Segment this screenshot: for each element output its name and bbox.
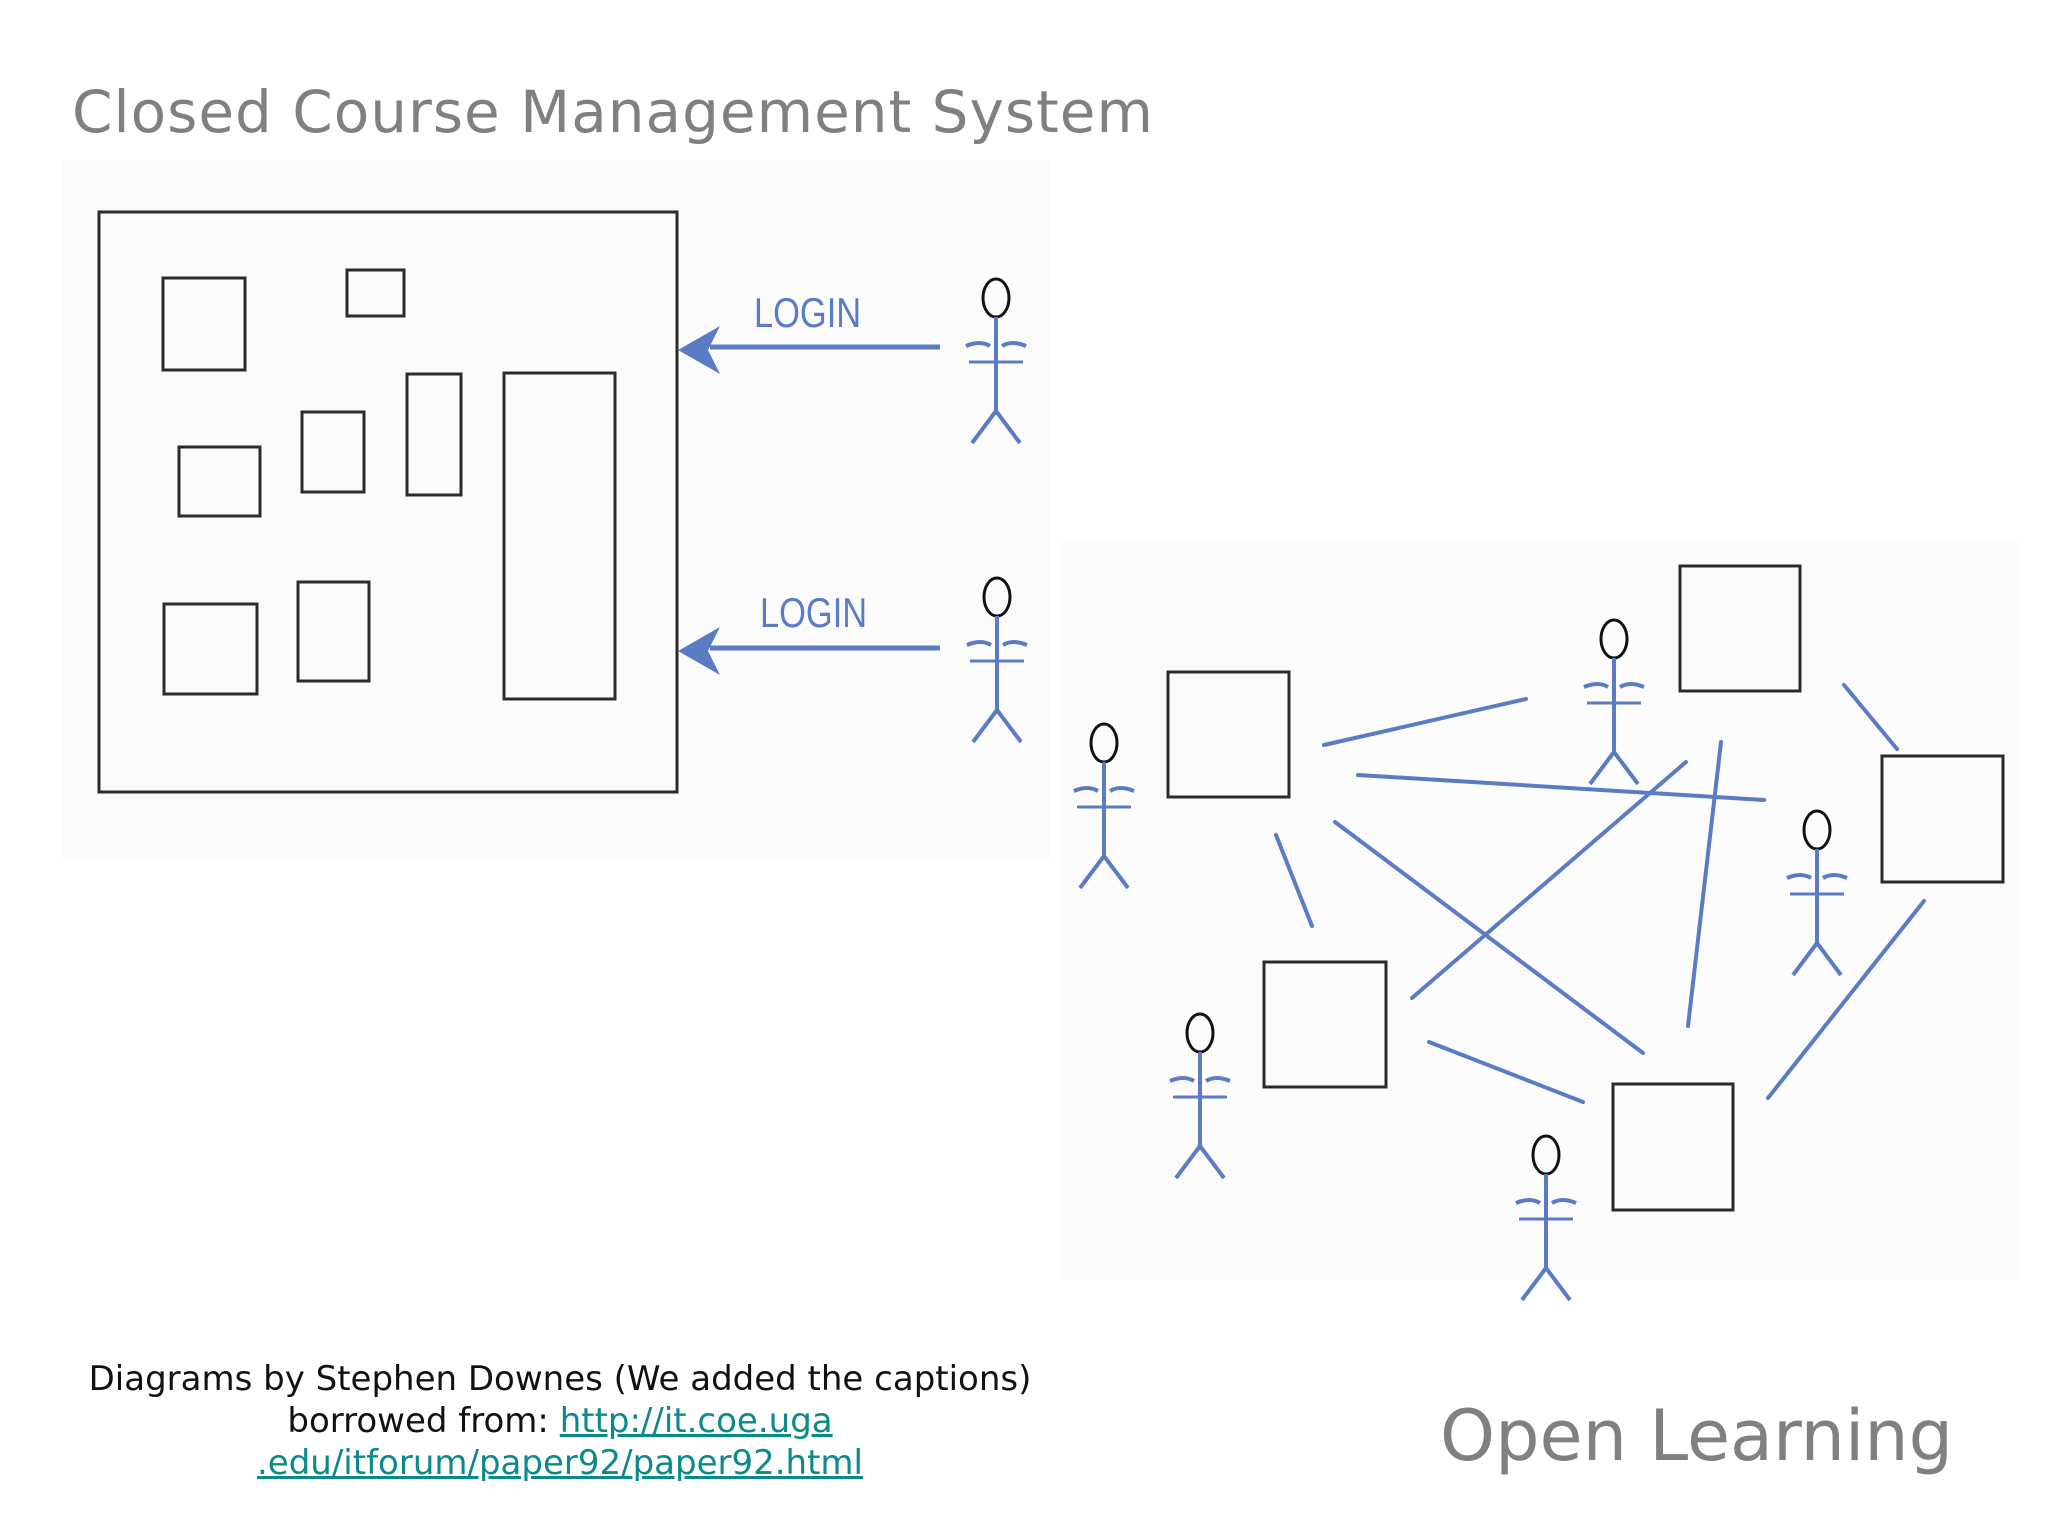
attribution-caption: Diagrams by Stephen Downes (We added the… xyxy=(60,1358,1060,1484)
login-label: LOGIN xyxy=(754,290,861,337)
content-box xyxy=(345,268,406,318)
content-box xyxy=(502,371,617,701)
learner-box xyxy=(1678,564,1802,693)
login-arrow-2 xyxy=(678,627,940,675)
login-arrow-1 xyxy=(678,326,940,374)
caption-line: Diagrams by Stephen Downes (We added the… xyxy=(88,1359,1032,1399)
learner-box xyxy=(1262,960,1388,1089)
caption-source-line: borrowed from: http://it.coe.uga xyxy=(60,1400,1060,1442)
source-link-continued[interactable]: .edu/itforum/paper92/paper92.html xyxy=(257,1443,863,1483)
content-box xyxy=(177,445,262,518)
content-box xyxy=(405,372,463,497)
learner-box xyxy=(1880,754,2005,884)
content-box xyxy=(300,410,366,494)
caption-prefix: borrowed from: xyxy=(287,1401,560,1441)
closed-diagram-background xyxy=(62,160,1050,860)
caption-link-line: .edu/itforum/paper92/paper92.html xyxy=(60,1442,1060,1484)
slide-title: Closed Course Management System xyxy=(72,78,1154,146)
login-label: LOGIN xyxy=(760,590,867,637)
network-connections xyxy=(1274,683,1926,1104)
content-box xyxy=(296,580,371,683)
source-link[interactable]: http://it.coe.uga xyxy=(559,1401,833,1441)
closed-system-container xyxy=(97,210,679,794)
open-diagram-background xyxy=(1060,540,2020,1280)
content-box xyxy=(162,602,259,696)
closed-system xyxy=(97,210,679,794)
arrow-left-icon xyxy=(678,326,720,374)
network-nodes xyxy=(1166,564,2005,1212)
learner-box xyxy=(1611,1082,1735,1212)
content-box xyxy=(161,276,247,372)
arrow-left-icon xyxy=(678,627,720,675)
learner-box xyxy=(1166,670,1291,799)
open-learning-title: Open Learning xyxy=(1440,1395,1954,1477)
